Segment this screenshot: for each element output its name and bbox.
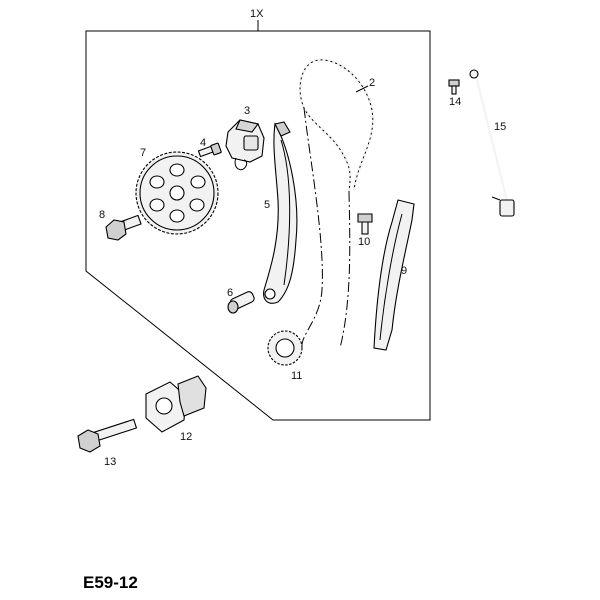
part-label-9: 9: [401, 265, 407, 277]
part-label-10: 10: [358, 236, 370, 248]
guide-rail-bolt: [357, 213, 373, 235]
camshaft-sprocket: [135, 151, 219, 235]
kit-boundary: [85, 30, 431, 421]
timing-chain: [298, 58, 375, 349]
part-label-5: 5: [264, 199, 270, 211]
part-label-6: 6: [227, 287, 233, 299]
part-label-15: 15: [494, 121, 506, 133]
part-label-11: 11: [291, 370, 302, 382]
rail-pivot-pin: [227, 291, 255, 314]
crankshaft-sprocket: [267, 330, 303, 366]
tensioner-rail: [263, 121, 298, 304]
part-label-14: 14: [449, 96, 461, 108]
part-label-3: 3: [244, 105, 250, 117]
part-label-4: 4: [200, 137, 206, 149]
leader-2: [355, 85, 369, 93]
hub-bolt: [77, 418, 138, 453]
kit-label: 1X: [250, 8, 264, 20]
oil-spray-pipe: [469, 69, 515, 217]
sprocket-bolt: [105, 214, 142, 241]
drive-hub: [145, 375, 207, 433]
chain-tensioner: [225, 119, 265, 171]
part-label-7: 7: [140, 147, 146, 159]
guide-rail: [373, 199, 415, 351]
part-label-8: 8: [99, 209, 105, 221]
tensioner-bolt: [197, 142, 222, 158]
figure-code: E59-12: [83, 573, 138, 592]
part-label-2: 2: [369, 77, 375, 89]
oil-pipe-bolt: [448, 79, 460, 95]
part-label-12: 12: [180, 431, 192, 443]
part-label-13: 13: [104, 456, 116, 468]
